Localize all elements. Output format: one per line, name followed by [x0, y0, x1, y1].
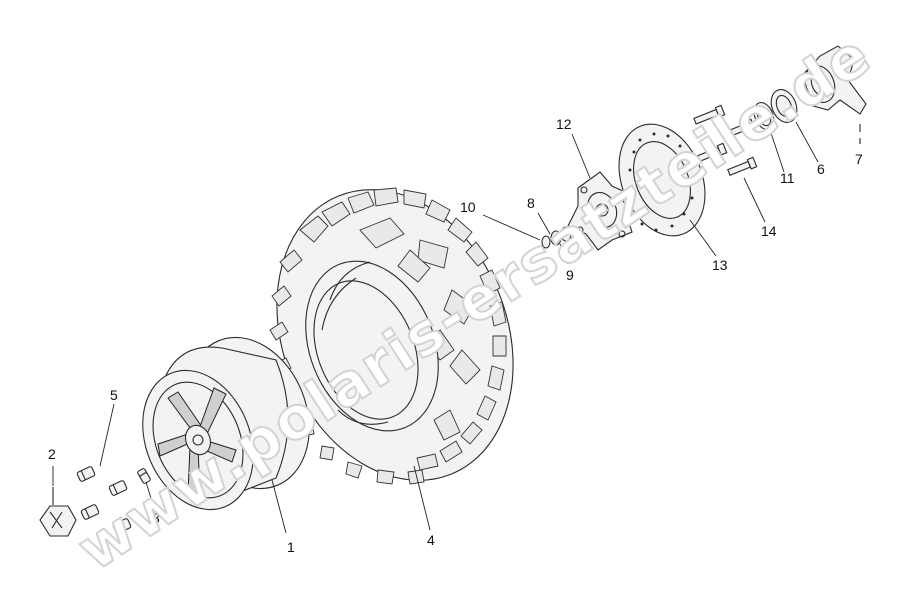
callout-6: 6: [817, 161, 825, 177]
snap-ring: [753, 102, 775, 130]
callout-1: 1: [287, 539, 295, 555]
callout-5: 5: [110, 387, 118, 403]
wheel-bearing: [770, 89, 798, 123]
callout-3: 3: [152, 510, 160, 526]
callout-11: 11: [780, 170, 795, 186]
callout-4: 4: [427, 532, 435, 548]
brake-disc: [618, 123, 706, 237]
leader-lines: [52, 121, 819, 534]
wheel-rim: [142, 336, 310, 511]
callout-2: 2: [48, 446, 56, 462]
spacer-washers: [541, 226, 572, 249]
tire-tread-lugs: [269, 187, 507, 485]
tire: [269, 187, 514, 485]
callout-8: 8: [527, 195, 535, 211]
steering-knuckle: [799, 45, 867, 144]
callout-14: 14: [761, 223, 777, 239]
callout-labels: 1 2 3 4 5 6 7 8 9 10 11 12 13 14: [48, 116, 863, 555]
callout-12: 12: [556, 116, 572, 132]
brake-disc-bolts: [693, 104, 758, 176]
callout-10: 10: [460, 199, 476, 215]
callout-7: 7: [855, 151, 863, 167]
hub-nut: [39, 487, 77, 537]
watermark: www.polaris-ersatzteile.de: [66, 20, 884, 584]
callout-9: 9: [566, 267, 574, 283]
lug-nuts: [76, 466, 132, 534]
valve-stem: [137, 468, 151, 484]
callout-13: 13: [712, 257, 728, 273]
wheel-hub: [567, 171, 635, 251]
